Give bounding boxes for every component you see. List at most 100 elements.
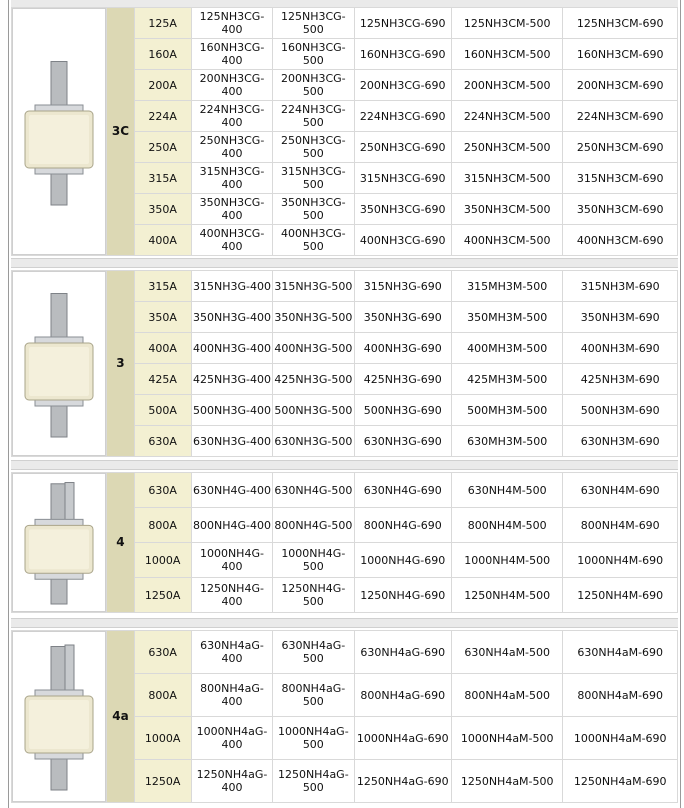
fuse-body-icon xyxy=(24,644,94,790)
series-label: 3 xyxy=(107,271,134,456)
amperage-cell: 350A xyxy=(134,302,191,332)
g500-cell: 350NH3G-500 xyxy=(273,302,354,332)
g500-cell: 1250NH4aG-500 xyxy=(273,760,354,802)
g500-cell: 315NH3G-500 xyxy=(273,271,354,301)
g400-cell: 200NH3CG-400 xyxy=(191,70,273,100)
m690-cell: 350NH3CM-690 xyxy=(563,194,677,224)
amperage-cell: 224A xyxy=(134,101,191,131)
g400-cell: 315NH3G-400 xyxy=(191,271,273,301)
table-row: NH33315A315NH3G-400315NH3G-500315NH3G-69… xyxy=(12,271,677,456)
group-separator xyxy=(11,618,678,628)
fuse-image: NH3C xyxy=(12,8,107,255)
table-row: NH44630A630NH4G-400630NH4G-500630NH4G-69… xyxy=(12,473,677,612)
m690-cell: 1250NH4M-690 xyxy=(563,578,677,612)
m690-cell: 630NH4M-690 xyxy=(563,473,677,507)
m500-cell: 200NH3CM-500 xyxy=(451,70,563,100)
amperage-cell: 350A xyxy=(134,194,191,224)
m690-cell: 1250NH4aM-690 xyxy=(563,760,677,802)
g400-cell: 425NH3G-400 xyxy=(191,364,273,394)
m690-cell: 125NH3CM-690 xyxy=(563,8,677,38)
g690-cell: 1250NH4G-690 xyxy=(354,578,451,612)
m690-cell: 224NH3CM-690 xyxy=(563,101,677,131)
fuse-catalog-frame: NH3C3C125A125NH3CG-400125NH3CG-500125NH3… xyxy=(8,0,681,808)
fuse-group-table: NH3C3C125A125NH3CG-400125NH3CG-500125NH3… xyxy=(11,7,678,256)
g690-cell: 200NH3CG-690 xyxy=(354,70,451,100)
g690-cell: 630NH4G-690 xyxy=(354,473,451,507)
g500-cell: 425NH3G-500 xyxy=(273,364,354,394)
g500-cell: 350NH3CG-500 xyxy=(273,194,354,224)
g690-cell: 250NH3CG-690 xyxy=(354,132,451,162)
g400-cell: 250NH3CG-400 xyxy=(191,132,273,162)
g400-cell: 350NH3CG-400 xyxy=(191,194,273,224)
m690-cell: 800NH4aM-690 xyxy=(563,674,677,716)
m500-cell: 630NH4M-500 xyxy=(451,473,563,507)
g690-cell: 224NH3CG-690 xyxy=(354,101,451,131)
m500-cell: 224NH3CM-500 xyxy=(451,101,563,131)
g400-cell: 1250NH4aG-400 xyxy=(191,760,273,802)
m690-cell: 1000NH4aM-690 xyxy=(563,717,677,759)
fuse-group-table: NH44630A630NH4G-400630NH4G-500630NH4G-69… xyxy=(11,472,678,613)
m500-cell: 315MH3M-500 xyxy=(451,271,563,301)
fuse-body-icon xyxy=(24,481,94,604)
m690-cell: 630NH3M-690 xyxy=(563,426,677,456)
m500-cell: 1250NH4M-500 xyxy=(451,578,563,612)
amperage-cell: 160A xyxy=(134,39,191,69)
amperage-cell: 630A xyxy=(134,473,191,507)
g400-cell: 500NH3G-400 xyxy=(191,395,273,425)
series-label: 3C xyxy=(107,8,134,255)
g400-cell: 160NH3CG-400 xyxy=(191,39,273,69)
g500-cell: 160NH3CG-500 xyxy=(273,39,354,69)
g500-cell: 125NH3CG-500 xyxy=(273,8,354,38)
amperage-cell: 1250A xyxy=(134,760,191,802)
amperage-cell: 630A xyxy=(134,426,191,456)
g500-cell: 400NH3G-500 xyxy=(273,333,354,363)
amperage-cell: 1000A xyxy=(134,717,191,759)
g400-cell: 315NH3CG-400 xyxy=(191,163,273,193)
m690-cell: 800NH4M-690 xyxy=(563,508,677,542)
m500-cell: 350NH3CM-500 xyxy=(451,194,563,224)
g500-cell: 800NH4G-500 xyxy=(273,508,354,542)
g400-cell: 630NH4G-400 xyxy=(191,473,273,507)
m500-cell: 315NH3CM-500 xyxy=(451,163,563,193)
g690-cell: 425NH3G-690 xyxy=(354,364,451,394)
g690-cell: 350NH3G-690 xyxy=(354,302,451,332)
g500-cell: 630NH3G-500 xyxy=(273,426,354,456)
amperage-cell: 500A xyxy=(134,395,191,425)
g500-cell: 315NH3CG-500 xyxy=(273,163,354,193)
g400-cell: 350NH3G-400 xyxy=(191,302,273,332)
g500-cell: 1000NH4aG-500 xyxy=(273,717,354,759)
m500-cell: 400NH3CM-500 xyxy=(451,225,563,255)
amperage-cell: 315A xyxy=(134,163,191,193)
g690-cell: 315NH3CG-690 xyxy=(354,163,451,193)
g500-cell: 630NH4G-500 xyxy=(273,473,354,507)
g690-cell: 800NH4aG-690 xyxy=(354,674,451,716)
g500-cell: 800NH4aG-500 xyxy=(273,674,354,716)
g690-cell: 1000NH4G-690 xyxy=(354,543,451,577)
g400-cell: 800NH4aG-400 xyxy=(191,674,273,716)
m690-cell: 350NH3M-690 xyxy=(563,302,677,332)
g690-cell: 800NH4G-690 xyxy=(354,508,451,542)
m500-cell: 1000NH4aM-500 xyxy=(451,717,563,759)
table-row: NH4a4a630A630NH4aG-400630NH4aG-500630NH4… xyxy=(12,631,677,802)
m690-cell: 400NH3M-690 xyxy=(563,333,677,363)
g500-cell: 630NH4aG-500 xyxy=(273,631,354,673)
g400-cell: 630NH3G-400 xyxy=(191,426,273,456)
m500-cell: 1250NH4aM-500 xyxy=(451,760,563,802)
fuse-body-icon xyxy=(24,60,94,205)
g500-cell: 1000NH4G-500 xyxy=(273,543,354,577)
fuse-image: NH4 xyxy=(12,473,107,612)
amperage-cell: 630A xyxy=(134,631,191,673)
fuse-image: NH4a xyxy=(12,631,107,802)
amperage-cell: 250A xyxy=(134,132,191,162)
